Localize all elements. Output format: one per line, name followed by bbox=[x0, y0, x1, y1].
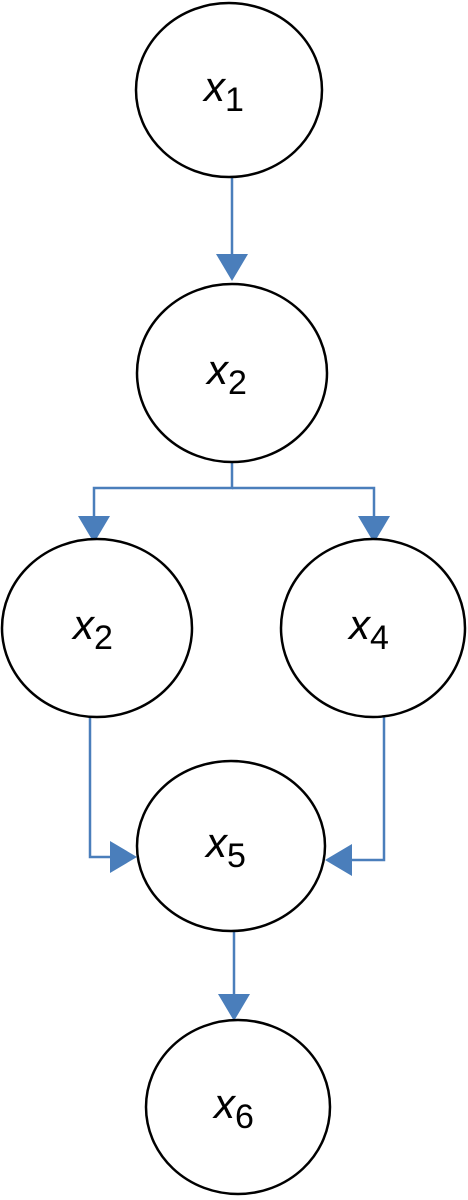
edge-x2-to-x2-left bbox=[78, 462, 234, 543]
arrow-head-icon bbox=[218, 994, 250, 1021]
node-x2-left[interactable]: x2 bbox=[0, 537, 194, 719]
node-label: x1 bbox=[202, 63, 244, 119]
arrow-head-icon bbox=[216, 254, 248, 281]
edges bbox=[78, 177, 390, 1021]
node-x2[interactable]: x2 bbox=[135, 282, 329, 464]
arrow-head-icon bbox=[325, 844, 352, 876]
arrow-head-icon bbox=[110, 841, 137, 873]
edge-x2-left-to-x5 bbox=[88, 717, 137, 873]
edge-x2-to-x4 bbox=[232, 486, 390, 543]
edge-x1-to-x2 bbox=[216, 177, 248, 281]
edge-x5-to-x6 bbox=[218, 930, 250, 1021]
node-x5[interactable]: x5 bbox=[135, 759, 327, 933]
node-x4[interactable]: x4 bbox=[279, 537, 467, 719]
node-label: x2 bbox=[71, 601, 113, 657]
edge-x4-to-x5 bbox=[325, 717, 386, 876]
node-label: x5 bbox=[204, 819, 246, 875]
arrow-head-icon bbox=[78, 516, 110, 543]
node-x1[interactable]: x1 bbox=[134, 1, 324, 179]
node-label: x2 bbox=[205, 346, 247, 402]
node-label: x4 bbox=[347, 601, 389, 657]
node-label: x6 bbox=[212, 1080, 254, 1136]
arrow-head-icon bbox=[358, 516, 390, 543]
node-x6[interactable]: x6 bbox=[144, 1018, 332, 1196]
